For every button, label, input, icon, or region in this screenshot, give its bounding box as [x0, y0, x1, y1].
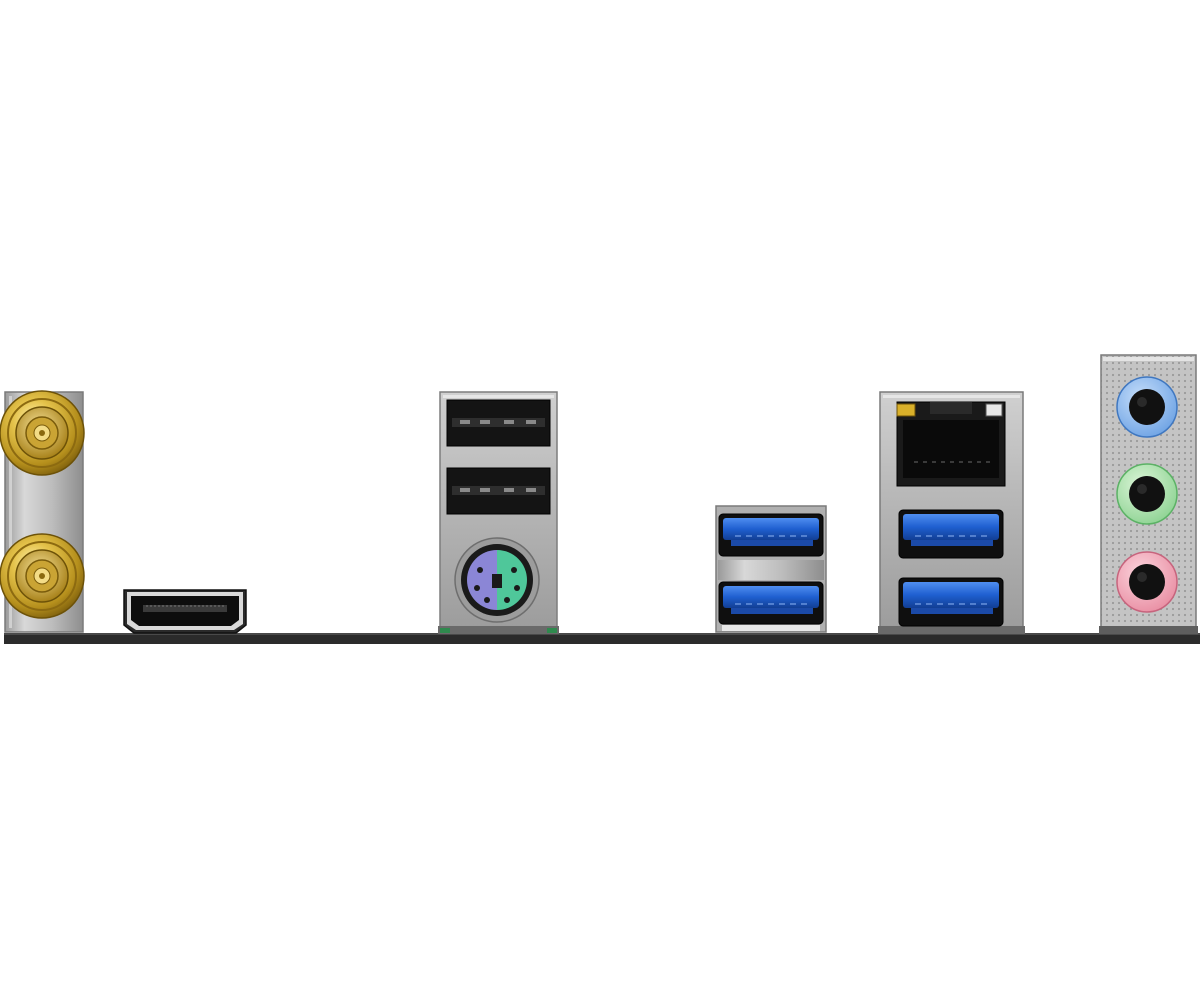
usb-icon[interactable] [718, 513, 824, 557]
ethernet-icon[interactable] [896, 401, 1006, 487]
usb-icon[interactable] [718, 581, 824, 625]
ps2-icon[interactable] [454, 537, 540, 623]
sma-connector-icon[interactable] [0, 390, 85, 476]
sma-connector-icon[interactable] [0, 533, 85, 619]
usb-icon[interactable] [898, 509, 1004, 559]
hdmi-icon[interactable] [123, 589, 247, 634]
board-edge [4, 633, 1200, 644]
usb-icon[interactable] [446, 467, 551, 515]
audio-jack-icon[interactable] [1116, 463, 1178, 525]
audio-jack-icon[interactable] [1116, 551, 1178, 613]
usb-icon[interactable] [446, 399, 551, 447]
usb-icon[interactable] [898, 577, 1004, 627]
audio-jack-icon[interactable] [1116, 376, 1178, 438]
board-edge-highlight [4, 633, 1200, 635]
